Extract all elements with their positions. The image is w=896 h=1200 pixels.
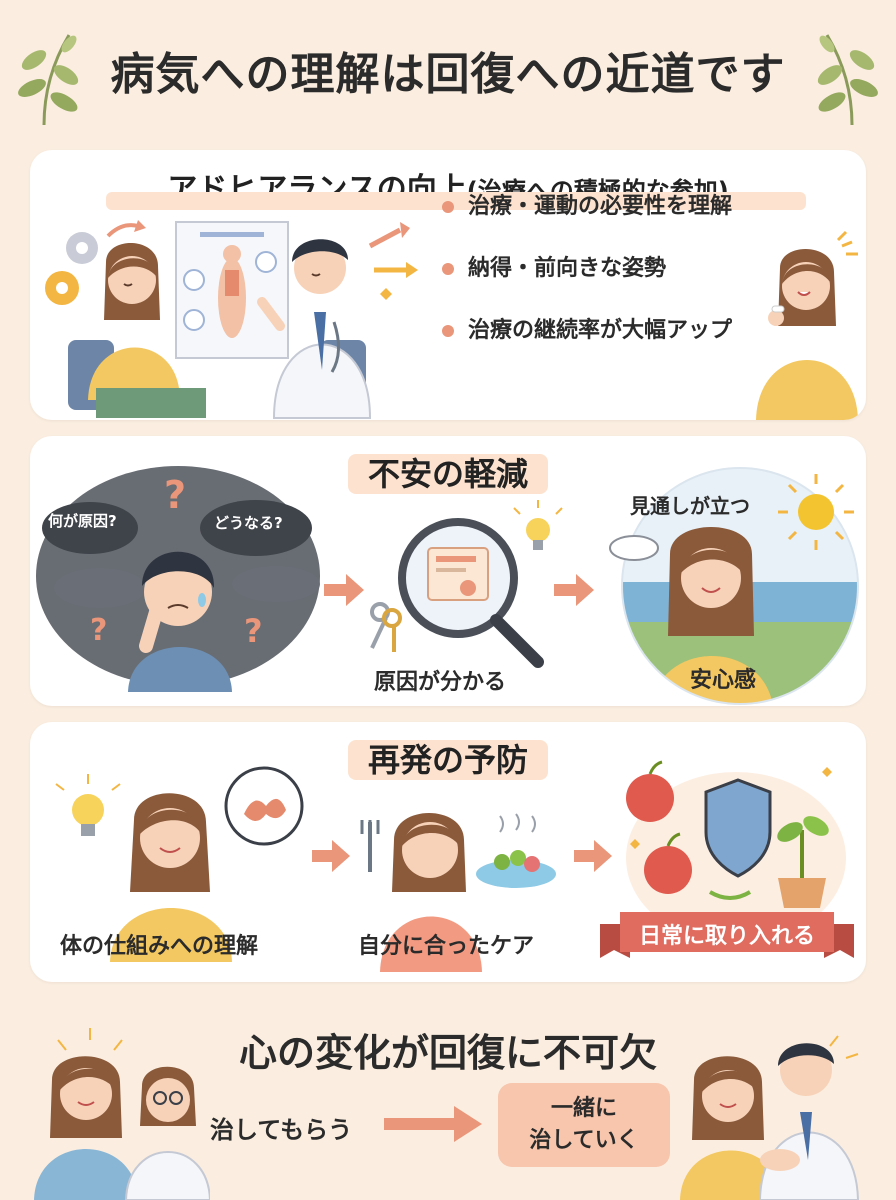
handshake-illustration [680, 1035, 860, 1200]
section-heading-prevention: 再発の予防 [348, 740, 548, 780]
prevention-illustration [55, 760, 854, 972]
leaf-branch-left-icon [18, 34, 79, 126]
section-heading-mindset: 心の変化が回復に不可欠 [238, 1031, 657, 1075]
bullet-dot-icon [442, 201, 454, 213]
ribbon-daily-habit: 日常に取り入れる [638, 924, 815, 949]
gear-icon [45, 232, 98, 305]
svg-text:?: ? [90, 613, 107, 648]
svg-text:?: ? [244, 612, 263, 650]
card-prevention: 再発の予防 体の仕組みへの理解 自分に合ったケア 日常に取り入れる [30, 722, 866, 982]
arrow-right-icon [384, 1106, 482, 1142]
label-body-understanding: 体の仕組みへの理解 [60, 934, 259, 959]
goal-line-2: 治していく [529, 1128, 639, 1153]
label-reassurance: 安心感 [690, 668, 757, 693]
bullet-dot-icon [442, 263, 454, 275]
doctor-explaining-illustration [45, 220, 418, 419]
section-heading-anxiety: 不安の軽減 [348, 454, 548, 494]
label-being-treated: 治してもらう [210, 1116, 353, 1144]
svg-text:?: ? [164, 473, 186, 517]
label-outlook: 見通しが立つ [630, 494, 750, 518]
nurses-illustration [34, 1028, 210, 1200]
thought-bubble-cause: 何が原因? [48, 512, 117, 530]
thought-bubble-future: どうなる? [214, 514, 283, 532]
card-anxiety: ? ? ? [30, 436, 866, 706]
bullet-item: 納得・前向きな姿勢 [442, 254, 732, 316]
woman-taking-medicine-illustration [756, 230, 858, 420]
page-title: 病気への理解は回復への近道です [110, 49, 786, 100]
leaf-branch-right-icon [817, 34, 878, 126]
adherence-bullet-list: 治療・運動の必要性を理解 納得・前向きな姿勢 治療の継続率が大幅アップ [442, 192, 732, 378]
bullet-item: 治療の継続率が大幅アップ [442, 316, 732, 378]
goal-box-heal-together: 一緒に 治していく [498, 1083, 670, 1167]
goal-line-1: 一緒に [550, 1096, 617, 1121]
heading-underline [106, 192, 806, 210]
label-cause-found: 原因が分かる [374, 670, 507, 695]
label-personal-care: 自分に合ったケア [358, 934, 535, 959]
anxiety-relief-illustration: ? ? ? [36, 466, 859, 705]
bullet-dot-icon [442, 325, 454, 337]
bullet-item: 治療・運動の必要性を理解 [442, 192, 732, 254]
card-adherence: アドヒアランスの向上(治療への積極的な参加) 治療・運動の必要性を理解 納得・前… [30, 150, 866, 420]
